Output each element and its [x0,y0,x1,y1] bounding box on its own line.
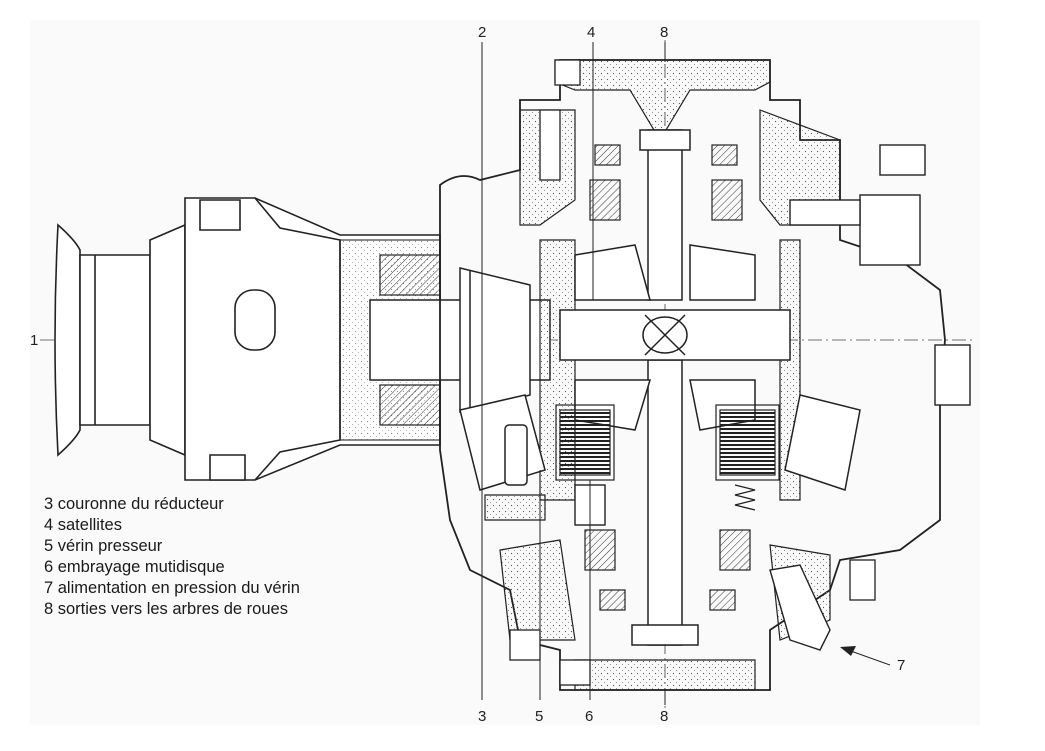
callout-3: 3 [478,708,486,725]
upper-bearings [589,144,743,221]
callout-1: 1 [30,332,38,349]
legend-item-7: 7 alimentation en pression du vérin [44,579,300,597]
upper-output [639,129,691,301]
satellites [559,244,791,431]
legend-item-8: 8 sorties vers les arbres de roues [44,600,288,618]
legend-item-6: 6 embrayage mutidisque [44,558,225,576]
crown-ring-gear [459,394,861,491]
callout-6: 6 [585,708,593,725]
clutch-spring [734,484,756,511]
callout-5: 5 [535,708,543,725]
callout-7: 7 [897,657,905,674]
legend: 3 couronne du réducteur 4 satellites 5 v… [44,494,300,620]
pinion-shaft [369,267,551,413]
callout-2: 2 [478,24,486,41]
clutch-packs [555,404,780,481]
legend-item-3: 3 couronne du réducteur [44,495,224,513]
callout-4: 4 [587,24,595,41]
legend-item-4: 4 satellites [44,516,122,534]
sensor [789,144,971,406]
bolts [509,59,876,686]
legend-item-5: 5 vérin presseur [44,537,163,555]
lower-output [631,359,699,646]
pinion-bearings [379,254,441,426]
leader-lines [481,42,891,705]
arrow-7-head [840,646,856,656]
callout-8-bottom: 8 [660,708,668,725]
callout-8-top: 8 [660,24,668,41]
input-flange [54,223,186,457]
